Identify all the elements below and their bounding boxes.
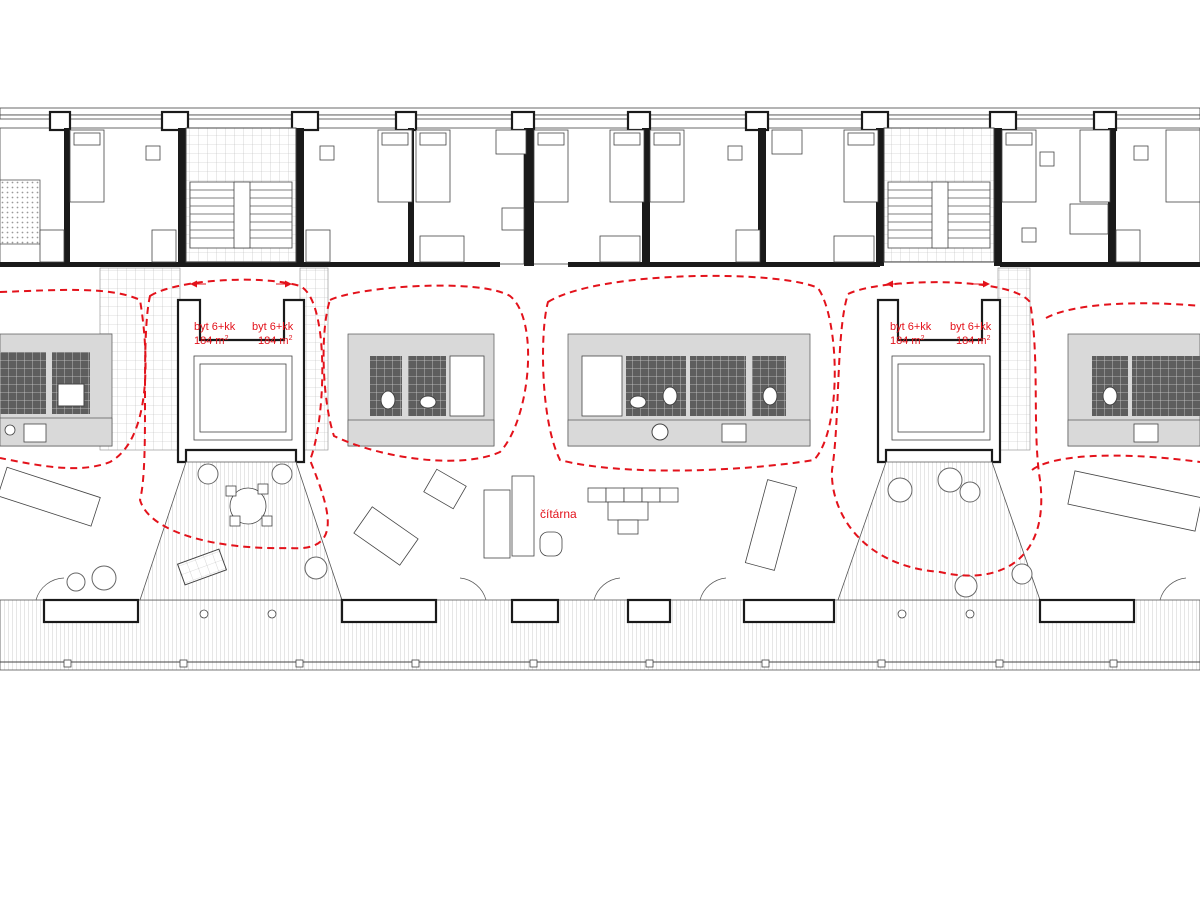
bed: [377, 129, 413, 203]
apartment-label: byt 6+kk 184 m2: [886, 280, 932, 347]
apartment-name: byt 6+kk: [252, 321, 294, 333]
apartment-label: byt 6+kk 184 m2: [252, 280, 294, 347]
table-with-chairs: [353, 506, 419, 566]
south-wall: [35, 577, 1187, 624]
dining-table: [1067, 470, 1200, 532]
stair-core-right: [883, 127, 995, 263]
bed: [69, 129, 105, 203]
apartment-area: 184 m2: [258, 335, 293, 347]
plant: [66, 463, 1033, 598]
apartment-zones: [0, 274, 1200, 577]
stair-core-left: [185, 127, 297, 263]
bed: [415, 129, 451, 203]
bed: [533, 129, 569, 203]
bed: [649, 129, 685, 203]
bed: [609, 129, 645, 203]
apartment-area: 184 m2: [956, 335, 991, 347]
apartment-area: 184 m2: [890, 335, 925, 347]
bench: [176, 548, 228, 586]
lift-core-right: [876, 298, 1002, 464]
armchair: [423, 468, 467, 510]
bathroom-kitchen-block: [0, 333, 113, 447]
bed: [1001, 129, 1037, 203]
bathroom-kitchen-block: [567, 333, 811, 447]
apartment-name: byt 6+kk: [890, 321, 932, 333]
bathroom-kitchen-block: [347, 333, 495, 447]
reading-room-label: čítárna: [540, 507, 577, 521]
bed: [843, 129, 879, 203]
sofa: [483, 475, 535, 559]
apartment-label: byt 6+kk 184 m2: [950, 280, 992, 347]
bathroom-kitchen-block: [1067, 333, 1200, 447]
bedroom-row: [0, 110, 1200, 267]
shelf-modules: [587, 487, 679, 535]
apartment-label: byt 6+kk 184 m2: [190, 280, 236, 347]
dining-table: [744, 479, 798, 571]
lounge-chair: [539, 531, 563, 557]
apartment-area: 184 m2: [194, 335, 229, 347]
dining-table: [0, 466, 101, 527]
north-facade: [0, 107, 1200, 120]
apartment-name: byt 6+kk: [950, 321, 992, 333]
terrace-deck: [0, 599, 1200, 671]
bed: [1165, 129, 1200, 203]
round-table: [225, 483, 273, 527]
bed: [1079, 129, 1111, 203]
apartment-name: byt 6+kk: [194, 321, 236, 333]
